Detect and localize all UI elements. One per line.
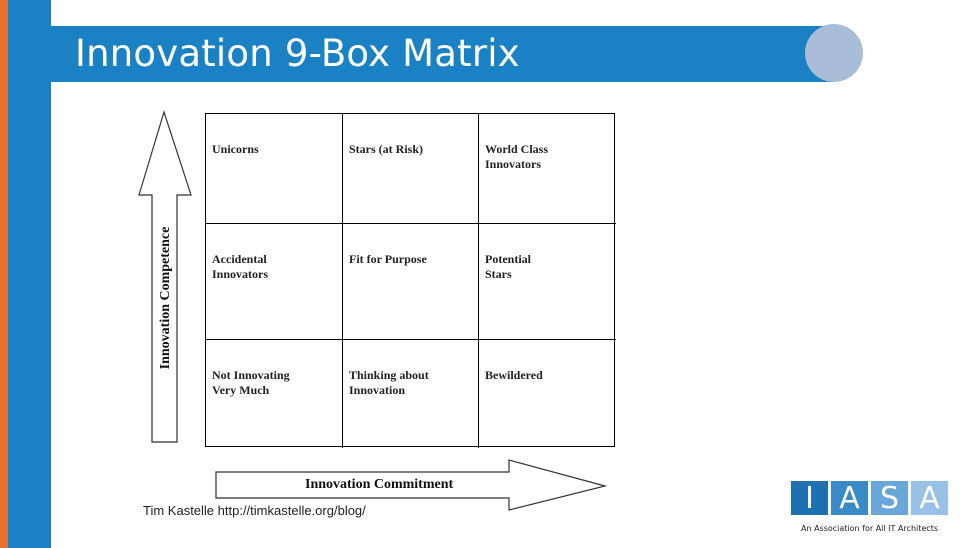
logo-letter: A xyxy=(831,481,868,516)
matrix-cell: World Class Innovators xyxy=(479,114,616,224)
matrix-cell: Thinking about Innovation xyxy=(343,340,479,448)
logo-tagline: An Association for All IT Architects xyxy=(800,524,938,533)
title-bar xyxy=(51,26,835,82)
source-credit: Tim Kastelle http://timkastelle.org/blog… xyxy=(143,503,366,518)
matrix-cell: Unicorns xyxy=(206,114,343,224)
matrix-cell: Potential Stars xyxy=(479,224,616,340)
y-axis-label: Innovation Competence xyxy=(158,226,173,370)
iasa-logo: I A S A xyxy=(791,481,948,516)
matrix-cell: Fit for Purpose xyxy=(343,224,479,340)
y-axis-arrow xyxy=(138,110,192,443)
matrix-cell: Accidental Innovators xyxy=(206,224,343,340)
side-stripe-orange xyxy=(0,0,8,548)
logo-letter: S xyxy=(871,481,908,516)
side-stripe-blue xyxy=(8,0,51,548)
title-circle-decoration xyxy=(805,24,863,82)
matrix-cell: Bewildered xyxy=(485,368,543,382)
slide-title: Innovation 9-Box Matrix xyxy=(75,32,520,75)
x-axis-label: Innovation Commitment xyxy=(305,477,454,492)
logo-letter: I xyxy=(791,481,828,516)
matrix-cell: Not Innovating Very Much xyxy=(206,340,343,448)
nine-box-matrix: Unicorns Stars (at Risk) World Class Inn… xyxy=(205,113,616,448)
matrix-cell: Stars (at Risk) xyxy=(343,114,479,224)
x-axis-arrow xyxy=(215,459,608,511)
logo-letter: A xyxy=(911,481,948,516)
